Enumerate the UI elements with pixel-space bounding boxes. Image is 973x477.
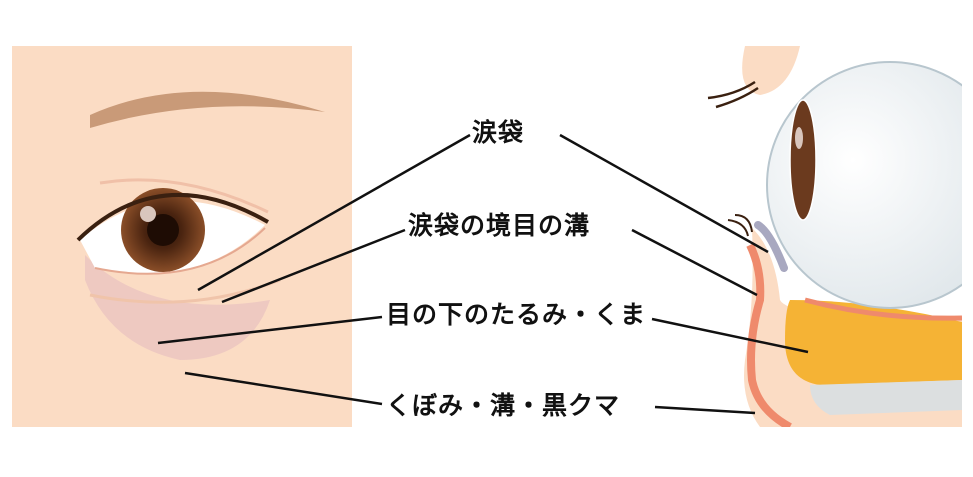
lower-eyelid-line	[94, 227, 266, 275]
eyeball	[766, 61, 962, 309]
upper-lid	[742, 46, 800, 95]
upper-eyelid-line	[76, 193, 269, 242]
leader-line-hollow-left	[184, 371, 383, 406]
leader-lines	[157, 133, 809, 415]
eyelid-crease	[99, 178, 269, 214]
label-hollow-groove: くぼみ・溝・黒クマ	[386, 391, 621, 420]
leader-line-groove-left	[221, 228, 406, 304]
orbicularis-muscle	[746, 243, 792, 427]
label-tear-bag-border-groove: 涙袋の境目の溝	[408, 211, 591, 240]
side-iris	[789, 99, 817, 221]
leader-line-groove-right	[631, 228, 758, 297]
leader-line-hollow-right	[654, 405, 756, 415]
under-eye-shadow	[85, 255, 270, 360]
upper-eyelashes	[707, 80, 759, 109]
bone	[810, 380, 962, 415]
leader-line-sag-right	[651, 317, 809, 354]
lower-eyelashes	[727, 214, 753, 237]
pupil	[147, 214, 179, 246]
leader-line-tear-bag-right	[559, 133, 769, 254]
eyebrow	[90, 91, 325, 128]
tear-bag	[754, 221, 788, 272]
label-under-eye-sag: 目の下のたるみ・くま	[386, 300, 647, 329]
leader-line-sag-left	[157, 315, 383, 345]
eye-highlight	[140, 206, 156, 222]
leader-line-tear-bag-left	[197, 133, 471, 292]
side-view-panel	[707, 46, 962, 427]
side-highlight	[795, 127, 803, 149]
orbital-fat	[785, 300, 962, 385]
label-tear-bag: 涙袋	[472, 118, 525, 147]
septum	[804, 297, 962, 321]
front-view-panel	[12, 46, 352, 427]
